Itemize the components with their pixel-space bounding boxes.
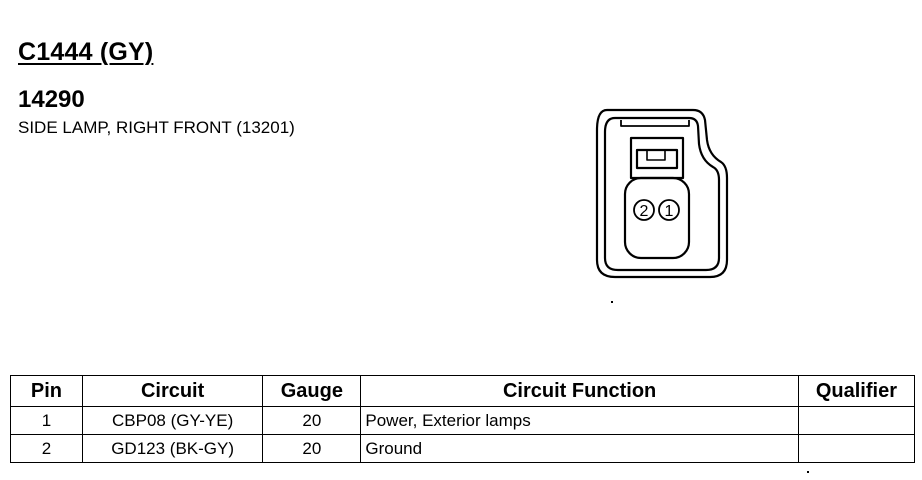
cell-qualifier — [797, 434, 916, 463]
cell-circuit: CBP08 (GY-YE) — [81, 406, 264, 435]
table-header-row: Pin Circuit Gauge Circuit Function Quali… — [10, 375, 916, 407]
housing-inner — [603, 116, 721, 272]
table-row: 2 GD123 (BK-GY) 20 Ground — [10, 434, 916, 463]
cell-function: Power, Exterior lamps — [360, 406, 799, 435]
pin-label-1: 1 — [665, 203, 674, 220]
pin-cavity — [623, 176, 691, 260]
cell-function: Ground — [360, 434, 799, 463]
header-circuit: Circuit — [81, 375, 264, 407]
connector-description: SIDE LAMP, RIGHT FRONT (13201) — [18, 118, 295, 137]
header-qualifier: Qualifier — [797, 375, 916, 407]
header-gauge: Gauge — [262, 375, 362, 407]
cell-gauge: 20 — [262, 434, 362, 463]
cell-qualifier — [797, 406, 916, 435]
cell-pin: 1 — [10, 406, 83, 435]
pin-table: Pin Circuit Gauge Circuit Function Quali… — [10, 375, 916, 463]
cell-circuit: GD123 (BK-GY) — [81, 434, 264, 463]
part-number: 14290 — [18, 86, 85, 113]
table-row: 1 CBP08 (GY-YE) 20 Power, Exterior lamps — [10, 406, 916, 435]
pin-label-2: 2 — [640, 203, 649, 220]
locking-tab — [629, 136, 685, 180]
cell-pin: 2 — [10, 434, 83, 463]
header-circuit-function: Circuit Function — [360, 375, 799, 407]
stray-dot — [807, 471, 809, 473]
stray-dot — [611, 301, 613, 303]
connector-id: C1444 (GY) — [18, 38, 154, 66]
connector-face-diagram: 2 1 — [595, 108, 729, 279]
cell-gauge: 20 — [262, 406, 362, 435]
pin-marker-2: 2 — [633, 199, 655, 221]
pin-marker-1: 1 — [658, 199, 680, 221]
housing-outer — [595, 108, 729, 279]
header-pin: Pin — [10, 375, 83, 407]
